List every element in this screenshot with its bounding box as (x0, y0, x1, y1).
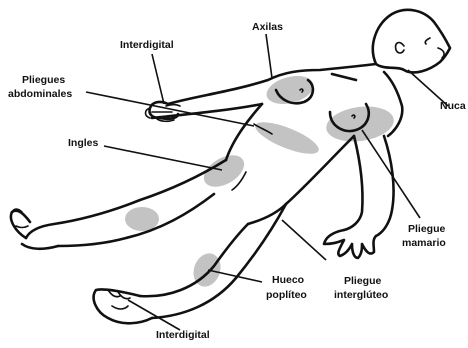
label-axilas: Axilas (252, 21, 283, 33)
leader-pliegue-mamario (362, 130, 420, 218)
face-nose (438, 48, 444, 58)
arm-right (376, 136, 394, 236)
label-hueco-popliteo-2: poplíteo (266, 289, 307, 301)
leg-left-top (26, 160, 226, 238)
label-pliegue-mamario-2: mamario (402, 237, 446, 249)
label-interdigital-top: Interdigital (120, 39, 174, 51)
label-pliegues-abdominales-2: abdominales (8, 88, 72, 100)
leader-axilas (266, 34, 272, 78)
label-hueco-popliteo-1: Hueco (272, 274, 304, 286)
leader-interdigital-top (152, 54, 164, 104)
zone-pliegue-abdominal (252, 116, 323, 160)
label-nuca: Nuca (440, 100, 466, 112)
head (373, 10, 450, 73)
hand-right (324, 230, 376, 258)
leader-pliegue-intergluteo (282, 220, 326, 260)
label-interdigital-bottom: Interdigital (156, 329, 210, 341)
label-pliegue-intergluteo-1: Pliegue (344, 275, 382, 287)
face-eye (425, 38, 430, 44)
label-pliegues-abdominales-1: Pliegues (22, 74, 65, 86)
collar-line (332, 74, 356, 80)
label-ingles: Ingles (68, 137, 99, 149)
leg-right-top (140, 224, 248, 296)
label-pliegue-intergluteo-2: interglúteo (334, 289, 388, 301)
label-pliegue-mamario-1: Pliegue (408, 223, 446, 235)
leader-ingles (104, 146, 222, 170)
zone-rodilla (125, 207, 159, 231)
face-ear (396, 43, 404, 53)
torso-side (226, 104, 262, 160)
foot-right (94, 289, 152, 323)
arm-right-inner (344, 136, 363, 230)
